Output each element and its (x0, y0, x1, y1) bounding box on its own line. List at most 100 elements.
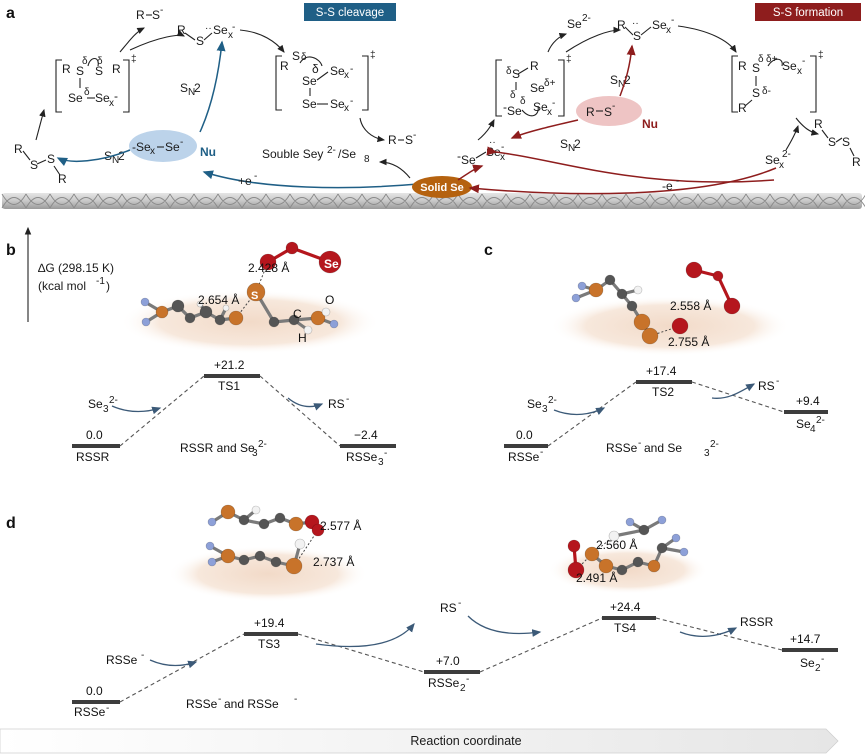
dist-d-4: 2.491 Å (576, 570, 617, 585)
svg-text:-: - (106, 703, 109, 714)
svg-text:δ+: δ+ (766, 54, 778, 65)
badge-cleavage (304, 3, 396, 21)
svg-text:R: R (738, 59, 747, 73)
svg-text:R: R (814, 117, 823, 131)
b-outgoing: RS (328, 397, 345, 411)
d-ts4-name: TS4 (614, 621, 636, 635)
atom (270, 556, 282, 568)
atom (268, 316, 280, 328)
svg-text:δ: δ (84, 87, 90, 98)
svg-text:x: x (797, 66, 802, 77)
svg-text:S: S (405, 133, 413, 147)
atom (657, 515, 667, 525)
svg-text:2-: 2- (710, 439, 719, 450)
d-ts4-value: +24.4 (610, 600, 641, 614)
atom-h-b: H (298, 331, 307, 345)
svg-text:2-: 2- (782, 149, 791, 160)
svg-text:S: S (633, 29, 641, 43)
svg-text:R: R (586, 105, 595, 119)
svg-text:-: - (540, 447, 543, 458)
atom (214, 314, 226, 326)
svg-text:δ: δ (82, 56, 88, 67)
svg-text:Se: Se (302, 74, 317, 88)
svg-text:-1: -1 (96, 276, 105, 287)
atom (567, 561, 585, 579)
atom (616, 564, 628, 576)
atom (671, 533, 681, 543)
svg-text:R: R (62, 62, 71, 76)
atom (294, 538, 306, 550)
svg-text:δ: δ (506, 66, 512, 77)
svg-text:-: - (671, 15, 674, 26)
svg-text:x: x (109, 98, 114, 109)
atom (274, 512, 286, 524)
svg-text:x: x (344, 70, 349, 81)
svg-text:2-: 2- (258, 439, 267, 450)
panel-label-b: b (6, 242, 16, 259)
svg-text:x: x (500, 152, 505, 163)
atom (685, 261, 703, 279)
svg-text:-: - (821, 654, 824, 665)
d-center-label-2: and RSSe (224, 697, 279, 711)
svg-text:S: S (610, 73, 618, 87)
svg-text:N: N (112, 155, 119, 166)
atom (723, 297, 741, 315)
svg-text:Se: Se (95, 91, 110, 105)
molecule-c (550, 261, 790, 356)
svg-text:3: 3 (542, 404, 548, 415)
rssr-r1: R (14, 142, 23, 156)
svg-text:N: N (568, 143, 575, 154)
atom (303, 325, 313, 335)
svg-text:3: 3 (252, 448, 258, 459)
solid-se-ellipse (412, 176, 472, 198)
svg-text:2-: 2- (816, 415, 825, 426)
svg-text:x: x (779, 160, 784, 171)
d-rs-mid: RS (440, 601, 457, 615)
atom (321, 307, 331, 317)
molecule-d-right (548, 515, 708, 594)
bond (613, 528, 645, 538)
c-reactant-name: RSSe (508, 450, 540, 464)
svg-text:Se: Se (530, 81, 545, 95)
atom (196, 300, 204, 308)
svg-text:Se: Se (533, 100, 548, 114)
rssr-r2: R (58, 172, 67, 186)
d-center-label: RSSe (186, 697, 218, 711)
svg-text:‡: ‡ (566, 54, 572, 65)
svg-text:3: 3 (378, 457, 384, 468)
svg-text:2: 2 (815, 663, 821, 674)
svg-text:-: - (160, 5, 163, 16)
b-product-value: −2.4 (354, 428, 378, 442)
nu-ellipse-left (129, 130, 197, 162)
b-center-label: RSSR and Se (180, 441, 255, 455)
svg-text:Se: Se (461, 153, 476, 167)
atom (207, 557, 217, 567)
atom (584, 546, 600, 562)
b-reactant-value: 0.0 (86, 428, 103, 442)
svg-text:-: - (802, 56, 805, 67)
dist-c-2: 2.755 Å (668, 334, 709, 349)
d-product-name: Se (800, 656, 815, 670)
svg-text:‡: ‡ (370, 50, 376, 61)
c-product-name: Se (796, 417, 811, 431)
svg-text:δ: δ (301, 52, 307, 63)
atom (577, 281, 587, 291)
svg-text:R: R (852, 155, 861, 169)
svg-text:N: N (188, 87, 195, 98)
b-ts-name: TS1 (218, 379, 240, 393)
d-incoming: RSSe (106, 653, 138, 667)
svg-text:8: 8 (364, 154, 370, 165)
svg-text:S: S (196, 34, 204, 48)
svg-text:-: - (114, 89, 118, 103)
svg-text:Se: Se (652, 18, 667, 32)
d-ts3-name: TS3 (258, 637, 280, 651)
d-product-value: +14.7 (790, 632, 821, 646)
atom (656, 542, 668, 554)
molecule-b (120, 241, 380, 354)
rssr-s1: S (30, 158, 38, 172)
badge-cleavage-text: S-S cleavage (316, 7, 384, 19)
dist-c-1: 2.558 Å (670, 298, 711, 313)
c-reactant-value: 0.0 (516, 428, 533, 442)
b-ts-value: +21.2 (214, 358, 245, 372)
svg-text:‡: ‡ (818, 50, 824, 61)
